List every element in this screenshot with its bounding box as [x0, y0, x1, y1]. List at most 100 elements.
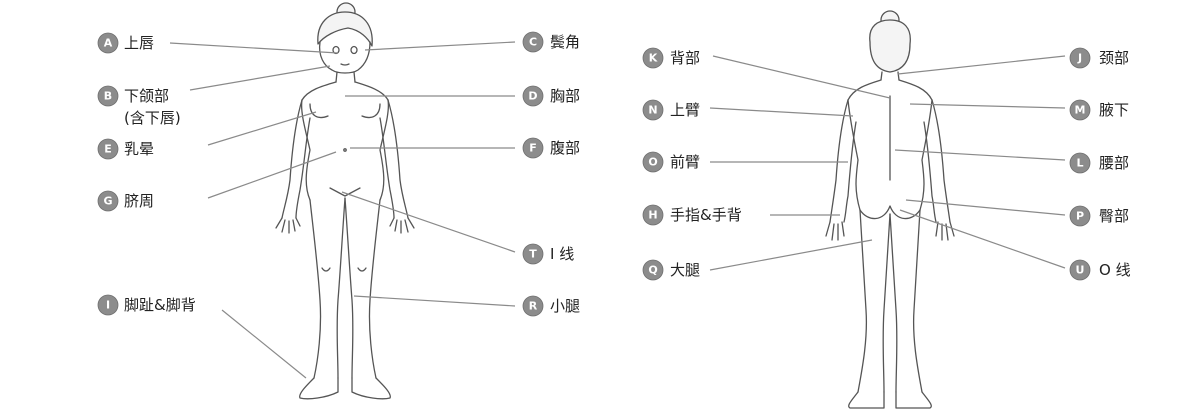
leader-l [894, 149, 1066, 161]
label-h: 手指&手背 [670, 206, 742, 224]
leader-u [899, 209, 1066, 269]
callout-g: G 脐周 [97, 190, 154, 212]
leader-i [221, 309, 307, 379]
badge-c: C [522, 31, 544, 53]
svg-text:E: E [104, 143, 112, 156]
callout-p: P 臀部 [1069, 205, 1129, 227]
badge-m: M [1069, 99, 1091, 121]
label-k: 背部 [670, 49, 700, 67]
leader-n [709, 107, 854, 117]
svg-text:K: K [649, 52, 658, 65]
label-o: 前臂 [670, 153, 700, 171]
label-r: 小腿 [550, 297, 580, 315]
leader-j [897, 55, 1066, 75]
callout-d: D 胸部 [522, 85, 580, 107]
label-f: 腹部 [550, 139, 580, 157]
label-e: 乳晕 [124, 140, 154, 158]
callout-c: C 鬓角 [522, 31, 580, 53]
badge-d: D [522, 85, 544, 107]
callout-i: I 脚趾&脚背 [97, 294, 196, 316]
callout-b: B 下颌部 (含下唇) [97, 85, 181, 127]
leader-k [712, 55, 891, 99]
back-leader-lines [709, 55, 1066, 271]
callout-n: N 上臂 [642, 99, 700, 121]
svg-text:F: F [529, 142, 537, 155]
label-i: 脚趾&脚背 [124, 296, 196, 314]
leader-g [207, 151, 337, 199]
svg-text:L: L [1076, 157, 1083, 170]
svg-text:T: T [529, 248, 537, 261]
svg-text:N: N [648, 104, 657, 117]
label-d: 胸部 [550, 87, 580, 105]
callout-j: J 颈部 [1069, 47, 1129, 69]
label-b: 下颌部 [124, 87, 169, 105]
back-body-figure [825, 10, 955, 409]
svg-text:D: D [528, 90, 537, 103]
badge-a: A [97, 32, 119, 54]
badge-q: Q [642, 259, 664, 281]
badge-u: U [1069, 259, 1091, 281]
badge-n: N [642, 99, 664, 121]
label-a: 上唇 [124, 34, 154, 52]
label-b-sub: (含下唇) [124, 109, 181, 127]
svg-text:M: M [1075, 104, 1086, 117]
svg-text:R: R [529, 300, 538, 313]
svg-text:Q: Q [648, 264, 657, 277]
svg-text:I: I [106, 299, 110, 312]
badge-k: K [642, 47, 664, 69]
leader-r [353, 295, 516, 307]
badge-g: G [97, 190, 119, 212]
callout-m: M 腋下 [1069, 99, 1129, 121]
callout-k: K 背部 [642, 47, 700, 69]
badge-e: E [97, 138, 119, 160]
label-g: 脐周 [124, 192, 154, 210]
leader-m [909, 103, 1066, 109]
svg-text:P: P [1076, 210, 1084, 223]
badge-i: I [97, 294, 119, 316]
badge-r: R [522, 295, 544, 317]
label-p: 臀部 [1099, 207, 1129, 225]
callout-t: T I 线 [522, 243, 574, 265]
badge-o: O [642, 151, 664, 173]
svg-text:B: B [104, 90, 112, 103]
badge-l: L [1069, 152, 1091, 174]
label-q: 大腿 [670, 261, 700, 279]
label-t: I 线 [550, 245, 574, 263]
callout-l: L 腰部 [1069, 152, 1129, 174]
svg-text:U: U [1076, 264, 1085, 277]
svg-text:A: A [104, 37, 113, 50]
callout-q: Q 大腿 [642, 259, 700, 281]
callout-h: H 手指&手背 [642, 204, 742, 226]
badge-f: F [522, 137, 544, 159]
leader-q [709, 239, 873, 271]
badge-h: H [642, 204, 664, 226]
leader-e [207, 111, 317, 146]
callout-f: F 腹部 [522, 137, 580, 159]
label-c: 鬓角 [550, 33, 580, 51]
svg-text:C: C [529, 36, 537, 49]
badge-p: P [1069, 205, 1091, 227]
badge-t: T [522, 243, 544, 265]
leader-b [189, 65, 331, 91]
label-u: O 线 [1099, 261, 1131, 279]
leader-c [364, 41, 516, 51]
label-m: 腋下 [1099, 101, 1129, 119]
callout-a: A 上唇 [97, 32, 154, 54]
svg-text:G: G [103, 195, 112, 208]
front-body-figure [275, 2, 415, 400]
badge-j: J [1069, 47, 1091, 69]
svg-text:J: J [1077, 52, 1082, 65]
callout-r: R 小腿 [522, 295, 580, 317]
badge-b: B [97, 85, 119, 107]
leader-t [341, 191, 516, 253]
front-leader-lines [169, 41, 516, 379]
callout-u: U O 线 [1069, 259, 1131, 281]
callout-o: O 前臂 [642, 151, 700, 173]
callout-e: E 乳晕 [97, 138, 154, 160]
leader-p [905, 199, 1066, 216]
svg-text:H: H [648, 209, 657, 222]
svg-text:O: O [648, 156, 657, 169]
label-n: 上臂 [670, 101, 700, 119]
leader-a [169, 42, 339, 54]
